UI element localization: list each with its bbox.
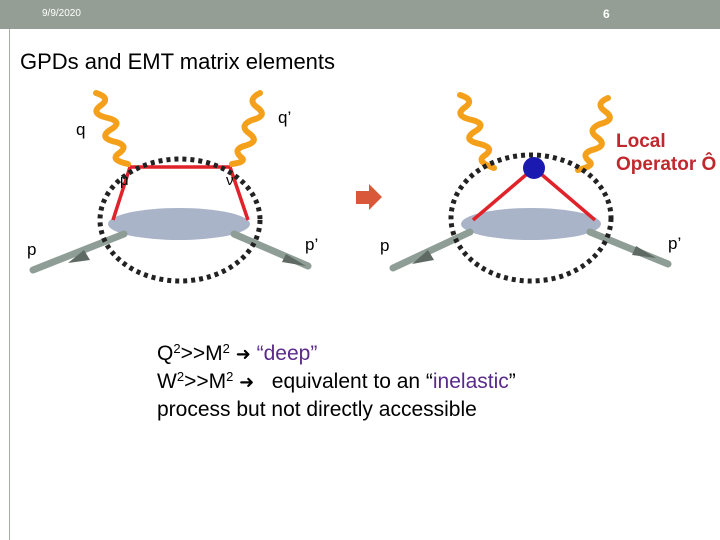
line2-exp2: 2 [226,369,234,384]
label-p-prime-right: p’ [668,234,682,253]
label-mu: μ [120,172,129,189]
left-rule [9,29,10,540]
label-nu: ν [226,172,234,189]
left-quark-left [111,166,132,221]
transition-arrow [356,184,382,210]
right-quark-right [532,166,597,222]
line1-prefix: Q [157,342,174,365]
line2-mid: >>M [184,370,227,393]
local-operator-label: Local Operator Ô [616,130,716,176]
slide-title: GPDs and EMT matrix elements [20,49,336,74]
left-proton-blob [108,208,250,240]
body-line-2: W2>>M2 ➜ equivalent to an “inelastic” [157,368,516,396]
slide-date: 9/9/2020 [42,8,81,19]
left-incoming-photon [93,90,131,167]
right-quark-left [471,166,536,222]
label-q-prime: q’ [278,108,292,127]
right-outgoing-proton-arrow [632,246,656,258]
line2-arrow-icon: ➜ [239,372,255,393]
right-proton-blob [461,208,601,240]
left-incoming-proton-line [29,230,128,274]
label-p-prime-left: p’ [305,235,319,254]
right-incoming-proton-arrow [412,250,434,264]
right-outgoing-photon [575,95,613,173]
body-line-3: process but not directly accessible [157,398,477,421]
line1-arrow-icon: ➜ [235,344,251,365]
right-dashed-boundary [448,152,614,284]
body-line-1: Q2>>M2 ➜ “deep” [157,340,516,368]
line2-prefix: W [157,370,177,393]
left-outgoing-proton-arrow [282,254,306,266]
label-p-left: p [27,240,37,259]
slide-number: 6 [603,7,610,21]
line2-highlight: inelastic [432,370,509,393]
line1-exp2: 2 [222,341,230,356]
transition-arrow-head [369,184,382,210]
line2-text: equivalent to an “ [271,370,433,393]
line2-exp1: 2 [176,369,185,384]
left-quark-right [228,166,250,221]
label-q: q [76,120,86,139]
line2-end: ” [508,370,516,393]
header-bar [0,0,720,29]
right-outgoing-proton-line [586,228,672,268]
line1-exp1: 2 [173,341,181,356]
local-operator-line2: Operator Ô [616,154,717,175]
label-p-right: p [380,236,390,255]
right-incoming-proton-line [389,228,474,272]
local-operator-dot [523,157,545,179]
line1-mid: >>M [180,342,223,365]
left-diagram [29,90,312,284]
left-outgoing-photon [229,90,265,167]
line1-note: “deep” [256,342,318,365]
left-dashed-boundary [97,156,263,284]
transition-arrow-shaft [356,191,369,204]
left-incoming-proton-arrow [68,250,90,263]
right-incoming-photon [457,92,497,171]
body-text: Q2>>M2 ➜ “deep” W2>>M2 ➜ equivalent to a… [157,340,516,423]
local-operator-line1: Local [616,131,666,152]
right-diagram [389,92,672,284]
